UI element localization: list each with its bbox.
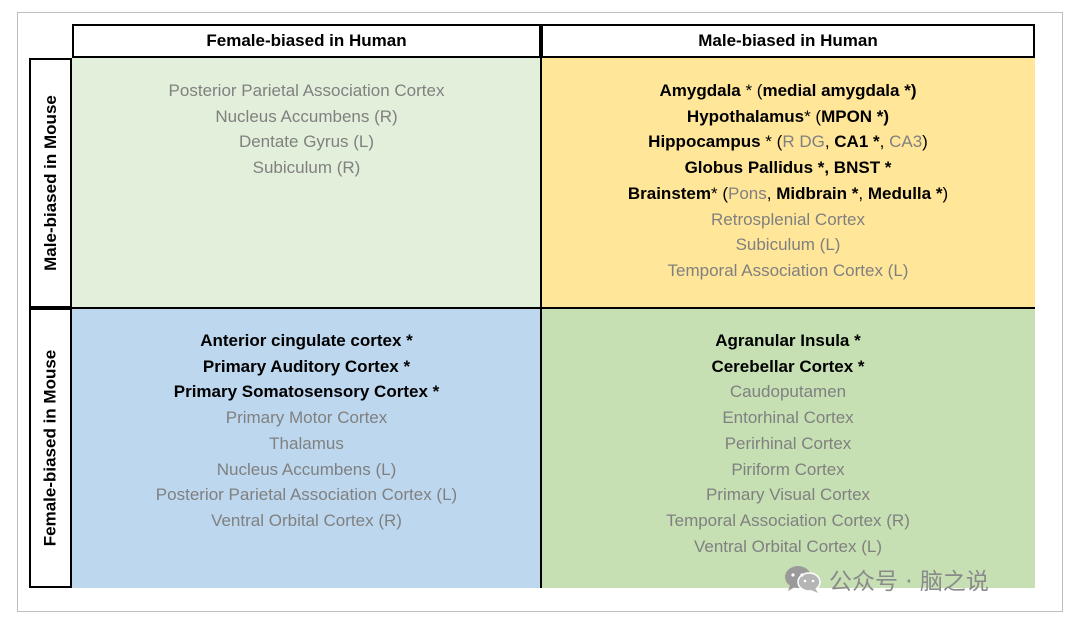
region-entry-text: Primary Somatosensory Cortex * xyxy=(173,382,440,402)
region-entry: Thalamus xyxy=(269,431,344,457)
region-entry: Ventral Orbital Cortex (R) xyxy=(211,508,402,534)
vertical-divider xyxy=(540,58,542,588)
region-entry-text: , xyxy=(824,132,835,152)
row-header-male-biased-mouse-label: Male-biased in Mouse xyxy=(40,95,60,271)
region-entry-text: medial amygdala *) xyxy=(762,81,917,100)
region-entry-text: * ( xyxy=(740,81,763,100)
region-entry-text: ) xyxy=(942,183,949,203)
region-entry-text: Subiculum (L) xyxy=(735,235,841,255)
region-entry: Caudoputamen xyxy=(730,379,846,405)
quadrant-female-mouse-male-human: Agranular Insula * Cerebellar Cortex * Cau… xyxy=(541,308,1035,588)
region-entry-text: Subiculum (R) xyxy=(252,158,361,178)
row-header-male-biased-mouse: Male-biased in Mouse xyxy=(29,58,72,308)
row-header-female-biased-mouse-label: Female-biased in Mouse xyxy=(40,349,60,547)
region-entry-text: Posterior Parietal Association Cortex xyxy=(168,81,445,100)
region-entry: Nucleus Accumbens (L) xyxy=(217,457,397,483)
region-entry-text: Primary Motor Cortex xyxy=(225,408,388,428)
region-entry: Agranular Insula * xyxy=(715,328,860,354)
region-entry: Primary Somatosensory Cortex * xyxy=(174,379,440,405)
region-entry-text: MPON *) xyxy=(821,106,890,126)
region-entry: Primary Visual Cortex xyxy=(706,482,870,508)
region-entry-text: Ventral Orbital Cortex (L) xyxy=(693,536,882,556)
region-entry-text: Nucleus Accumbens (R) xyxy=(215,106,398,126)
region-entry-text: Globus Pallidus *, BNST * xyxy=(684,158,892,178)
region-entry: Globus Pallidus *, BNST * xyxy=(685,155,892,181)
region-entry-text: Hypothalamus xyxy=(686,106,805,126)
region-entry-text: Primary Auditory Cortex * xyxy=(202,356,411,376)
region-entry: Retrosplenial Cortex xyxy=(711,207,865,233)
quadrant-male-mouse-male-human: Amygdala * (medial amygdala *)Hypothalam… xyxy=(541,58,1035,308)
region-entry: Posterior Parietal Association Cortex xyxy=(169,78,445,104)
region-entry-text: * ( xyxy=(760,132,783,152)
region-entry-text: Pons xyxy=(728,183,767,203)
region-entry: Perirhinal Cortex xyxy=(725,431,852,457)
region-entry-text: Perirhinal Cortex xyxy=(724,433,852,453)
column-header-male-biased-human: Male-biased in Human xyxy=(541,24,1035,58)
region-entry: Cerebellar Cortex * xyxy=(711,354,864,380)
region-entry: Primary Motor Cortex xyxy=(226,405,388,431)
region-entry: Hippocampus * (R DG, CA1 *, CA3) xyxy=(648,129,928,155)
region-entry: Posterior Parietal Association Cortex (L… xyxy=(156,482,457,508)
figure-frame xyxy=(17,12,1063,612)
wechat-icon xyxy=(785,566,821,593)
quadrant-female-mouse-female-human: Anterior cingulate cortex * Primary Audit… xyxy=(72,308,541,588)
region-entry: Anterior cingulate cortex * xyxy=(200,328,413,354)
region-entry-text: Brainstem xyxy=(627,183,711,203)
watermark-text: 公众号 · 脑之说 xyxy=(829,569,989,595)
region-entry-text: Medulla * xyxy=(867,183,943,203)
region-entry: Primary Auditory Cortex * xyxy=(203,354,410,380)
region-entry-text: Temporal Association Cortex (L) xyxy=(667,260,909,280)
watermark: 公众号 · 脑之说 xyxy=(783,562,989,596)
region-entry: Entorhinal Cortex xyxy=(722,405,853,431)
region-entry-text: Entorhinal Cortex xyxy=(722,408,854,428)
region-entry: Nucleus Accumbens (R) xyxy=(215,104,397,130)
region-entry-text: * ( xyxy=(804,106,822,126)
region-entry-text: Caudoputamen xyxy=(729,382,847,402)
region-entry-text: Cerebellar Cortex * xyxy=(711,356,865,376)
region-entry-text: * ( xyxy=(711,183,728,203)
region-entry-text: Agranular Insula * xyxy=(715,331,861,350)
region-entry-text: CA3 xyxy=(889,132,923,152)
column-header-female-biased-human: Female-biased in Human xyxy=(72,24,541,58)
region-entry-text: Nucleus Accumbens (L) xyxy=(216,459,397,479)
region-entry: Dentate Gyrus (L) xyxy=(239,129,374,155)
region-entry-text: ) xyxy=(922,132,928,152)
region-entry: Ventral Orbital Cortex (L) xyxy=(694,534,882,560)
region-entry: Brainstem* (Pons, Midbrain *, Medulla *) xyxy=(628,181,948,207)
region-entry-text: Ventral Orbital Cortex (R) xyxy=(211,510,402,530)
region-entry-text: Temporal Association Cortex (R) xyxy=(666,510,910,530)
region-entry-text: Retrosplenial Cortex xyxy=(710,209,865,229)
region-entry-text: Dentate Gyrus (L) xyxy=(238,132,375,152)
horizontal-divider xyxy=(72,307,1035,309)
region-entry-text: Anterior cingulate cortex * xyxy=(200,331,413,350)
region-entry: Temporal Association Cortex (R) xyxy=(666,508,910,534)
region-entry-text: R DG xyxy=(782,132,825,152)
region-entry-text: Thalamus xyxy=(269,433,344,453)
region-entry-text: Hippocampus xyxy=(648,132,761,152)
region-entry-text: Amygdala xyxy=(659,81,741,100)
region-entry: Hypothalamus* (MPON *) xyxy=(687,104,889,130)
region-entry: Piriform Cortex xyxy=(731,457,844,483)
region-entry-text: , xyxy=(858,183,868,203)
region-entry-text: Posterior Parietal Association Cortex (L… xyxy=(155,485,458,505)
region-entry-text: CA1 * xyxy=(834,132,880,152)
region-entry: Amygdala * (medial amygdala *) xyxy=(660,78,917,104)
region-entry-text: , xyxy=(879,132,890,152)
region-entry-text: Primary Visual Cortex xyxy=(705,485,871,505)
row-header-female-biased-mouse: Female-biased in Mouse xyxy=(29,308,72,588)
region-entry: Temporal Association Cortex (L) xyxy=(668,258,909,284)
region-entry-text: , xyxy=(766,183,777,203)
region-entry-text: Piriform Cortex xyxy=(731,459,845,479)
region-entry-text: Midbrain * xyxy=(776,183,859,203)
region-entry: Subiculum (R) xyxy=(253,155,361,181)
region-entry: Subiculum (L) xyxy=(736,232,841,258)
